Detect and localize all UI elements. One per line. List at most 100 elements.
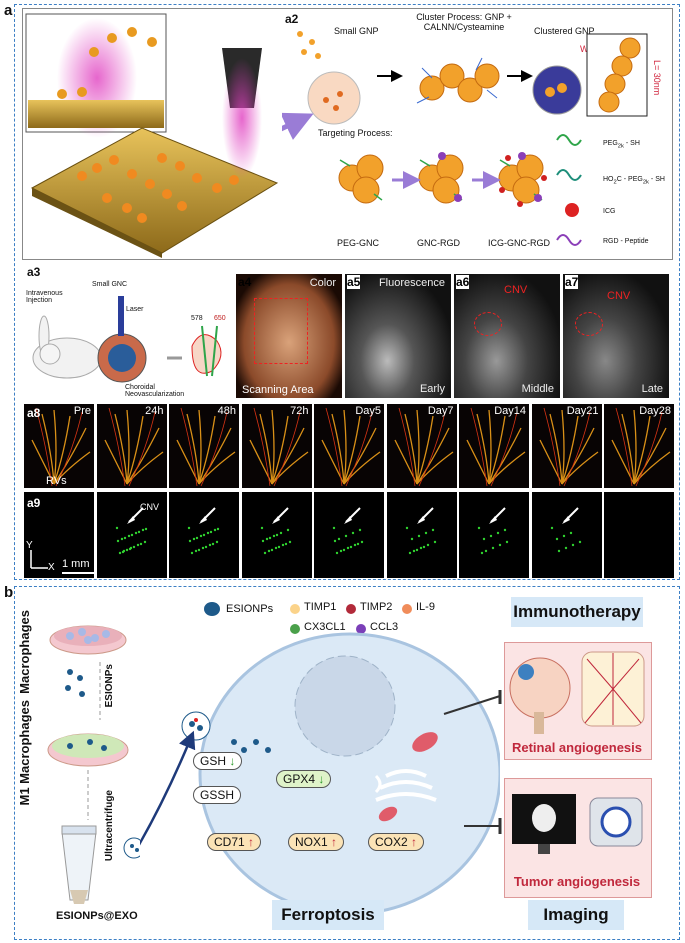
a8-frame-6: Day14: [459, 404, 529, 488]
gsh-pill: GSH ↓: [193, 752, 243, 770]
a9-label: a9: [27, 496, 41, 510]
immunotherapy-band: Immunotherapy: [511, 597, 643, 627]
gssh-pill: GSSH: [193, 786, 242, 804]
timp1-dot: [290, 604, 300, 614]
cd71-label: CD71: [214, 835, 245, 849]
timepoint-label-7: Day21: [566, 405, 599, 417]
ferroptosis-band: Ferroptosis: [272, 900, 384, 930]
a3-rabbit-eye-illustration: [32, 296, 222, 383]
legend-ho2c-sub2: 2k: [642, 179, 649, 186]
timepoint-label-6: Day14: [494, 405, 526, 417]
a2-label: a2: [285, 12, 299, 26]
ultracentrifuge-label: Ultracentrifuge: [104, 790, 115, 862]
a4-scanning-box: [254, 298, 308, 364]
legend-ho2c-tail: - SH: [648, 176, 665, 183]
panel-a-frame: [14, 4, 680, 580]
nox1-label: NOX1: [295, 835, 328, 849]
cox2-pill: COX2 ↑: [368, 833, 425, 851]
ccl3-dot: [356, 624, 366, 634]
gpx4-label: GPX4: [283, 772, 316, 786]
legend-peg-text: PEG: [603, 140, 618, 147]
a9-frame-8: [604, 492, 674, 578]
esionps-exo-label: ESIONPs@EXO: [56, 910, 138, 922]
a9-frame-5: [386, 492, 457, 578]
legend-peg-sub: 2k: [617, 143, 624, 150]
esionps-legend-dot: [204, 602, 220, 616]
a4-label: a4: [238, 275, 252, 289]
timp2-dot: [346, 604, 356, 614]
panel-b-frame: [14, 586, 680, 940]
nox1-pill: NOX1 ↑: [288, 833, 345, 851]
cd71-pill: CD71 ↑: [207, 833, 262, 851]
il9-dot: [402, 604, 412, 614]
a8-frame-1: 24h: [96, 404, 167, 488]
icg-gnc-rgd-label: ICG-GNC-RGD: [488, 238, 550, 248]
a8-frame-2: 48h: [169, 404, 239, 488]
a8-rvs-label: RVs: [46, 475, 67, 487]
a9-frame-7: [531, 492, 602, 578]
gsh-label: GSH: [200, 754, 227, 768]
a8-label: a8: [27, 406, 41, 420]
macrophages-label: Macrophages: [17, 610, 32, 694]
a9-frame-0: [24, 492, 94, 578]
a4-color-label: Color: [309, 277, 336, 289]
timepoint-label-4: Day5: [355, 405, 381, 417]
timepoint-label-8: Day28: [639, 405, 671, 417]
legend-ho2c-text: HO: [603, 176, 614, 183]
a7-late-fundus: a7 CNV Late: [563, 274, 669, 398]
a6-middle-label: Middle: [521, 383, 554, 395]
target-cell-illustration: [140, 632, 500, 916]
legend-ho2c-sub: 2: [613, 179, 617, 186]
a9-frame-3: [241, 492, 312, 578]
a8-frame-4: Day5: [314, 404, 384, 488]
a6-label: a6: [456, 275, 470, 289]
a9-frame-6: [459, 492, 529, 578]
legend-il9: IL-9: [416, 601, 435, 613]
a2-synthesis-scheme: [282, 31, 648, 246]
timepoint-label-3: 72h: [290, 405, 309, 417]
timepoint-label-5: Day7: [427, 405, 454, 417]
legend-esionps: ESIONPs: [226, 603, 274, 615]
a6-cnv-circle: [474, 312, 502, 336]
a9-frame-1: [96, 492, 167, 578]
a6-middle-fundus: a6 CNV Middle: [454, 274, 560, 398]
legend-icg: ICG: [603, 208, 616, 215]
gpx4-pill: GPX4 ↓: [276, 770, 332, 788]
targeting-process-label: Targeting Process:: [318, 128, 393, 138]
macrophage-workflow-illustration: [47, 625, 140, 904]
legend-ho2c-mid: C - PEG: [616, 176, 643, 183]
a5-early-label: Early: [419, 383, 445, 395]
timepoint-label-0: Pre: [73, 405, 91, 417]
axis-y-label: Y: [26, 540, 33, 551]
esionps-vertical-label: ESIONPs: [104, 664, 115, 708]
a3-650-label: 650: [214, 315, 226, 322]
legend-ho2c: HO2C - PEG2k - SH: [603, 176, 665, 185]
a7-label: a7: [565, 275, 579, 289]
a1-a2-region: [22, 8, 673, 260]
a3-laser-label: Laser: [126, 306, 144, 313]
inhibition-arrows: [443, 690, 502, 834]
a8-frame-0: Pre: [24, 404, 94, 488]
imaging-band: Imaging: [528, 900, 624, 930]
cd71-up-arrow: ↑: [248, 835, 255, 849]
legend-cx3cl1: CX3CL1: [304, 621, 346, 633]
a5-label: a5: [347, 275, 361, 289]
timepoint-label-2: 48h: [217, 405, 236, 417]
a3-578-label: 578: [191, 315, 203, 322]
legend-rgd: RGD - Peptide: [603, 238, 649, 245]
a6-cnv-label: CNV: [504, 284, 528, 296]
gpx4-down-arrow: ↓: [318, 772, 325, 786]
a8-frame-8: Day28: [604, 404, 674, 488]
small-gnp-label: Small GNP: [334, 26, 379, 36]
imaging-illustration: [512, 794, 643, 854]
legend-timp2: TIMP2: [360, 601, 393, 613]
a3-intravenous-label: Intravenous Injection: [26, 290, 63, 304]
gsh-down-arrow: ↓: [229, 754, 236, 768]
nox1-up-arrow: ↑: [331, 835, 338, 849]
a3-small-gnc-label: Small GNC: [92, 281, 128, 288]
timepoint-label-1: 24h: [145, 405, 164, 417]
length-label: L= 30nm: [652, 60, 662, 96]
clustered-gnp-label: Clustered GNP: [534, 26, 595, 36]
a9-frame-2: [169, 492, 239, 578]
legend-timp1: TIMP1: [304, 601, 337, 613]
